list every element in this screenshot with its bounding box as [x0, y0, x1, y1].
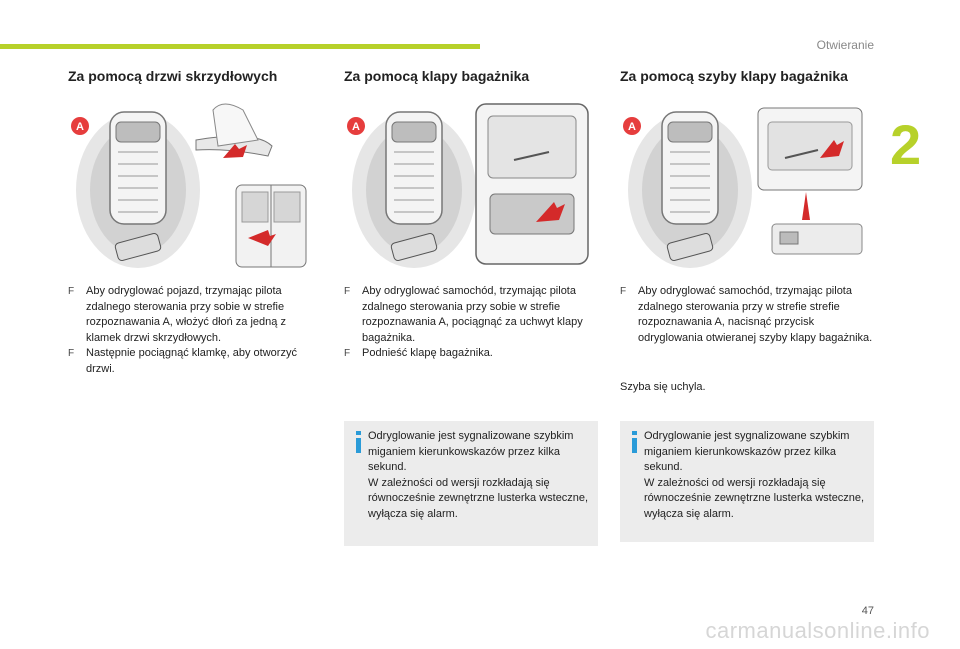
page-number: 47	[861, 605, 874, 617]
info-text: Odryglowanie jest sygnalizowane szybkim …	[644, 430, 865, 520]
info-text: Odryglowanie jest sygnalizowane szybkim …	[368, 430, 589, 520]
column-title-tailgate-window: Za pomocą szyby klapy bagażnika	[620, 68, 848, 84]
column-title-tailgate: Za pomocą klapy bagażnika	[344, 68, 530, 84]
chapter-number: 2	[890, 113, 922, 176]
svg-text:A: A	[76, 121, 84, 133]
illustration-side-doors: A	[71, 103, 307, 268]
info-icon	[356, 431, 361, 453]
bullet-text: Aby odryglować samochód, trzymając pilot…	[638, 285, 873, 344]
svg-text:A: A	[352, 121, 360, 133]
bullet-item: F Podnieść klapę bagażnika.	[344, 346, 600, 362]
bullet-mark: F	[344, 286, 351, 297]
bullet-item: F Aby odryglować samochód, trzymając pilo…	[620, 284, 876, 346]
bullet-text: Następnie pociągnąć klamkę, aby otworzyć…	[86, 347, 297, 375]
bullet-text: Aby odryglować samochód, trzymając pilot…	[362, 285, 583, 344]
section-accent-bar	[0, 44, 480, 49]
bullet-text: Aby odryglować pojazd, trzymając pilota …	[86, 285, 286, 344]
watermark: carmanualsonline.info	[705, 618, 930, 643]
zone-badge-a	[623, 117, 641, 135]
svg-text:A: A	[628, 121, 636, 133]
info-icon	[632, 431, 637, 453]
bullet-mark: F	[620, 286, 627, 297]
section-name: Otwieranie	[816, 38, 874, 52]
column-title-side-doors: Za pomocą drzwi skrzydłowych	[68, 68, 278, 84]
bullet-mark: F	[68, 286, 75, 297]
bullet-mark: F	[68, 348, 75, 359]
bullet-list-tailgate-window: F Aby odryglować samochód, trzymając pilo…	[620, 284, 876, 346]
bullet-list-side-doors: F Aby odryglować pojazd, trzymając pilota…	[68, 284, 320, 377]
illustration-tailgate: A	[347, 103, 589, 268]
info-box-tailgate-window: Odryglowanie jest sygnalizowane szybkim …	[620, 421, 874, 542]
zone-badge-a	[71, 117, 89, 135]
note-window-opens: Szyba się uchyla.	[620, 381, 706, 393]
bullet-text: Podnieść klapę bagażnika.	[362, 347, 493, 359]
bullet-mark: F	[344, 348, 351, 359]
bullet-list-tailgate: F Aby odryglować samochód, trzymając pilo…	[344, 284, 600, 362]
info-box-tailgate: Odryglowanie jest sygnalizowane szybkim …	[344, 421, 598, 546]
illustration-tailgate-window: A	[623, 107, 863, 268]
bullet-item: F Następnie pociągnąć klamkę, aby otworzy…	[68, 346, 320, 377]
bullet-item: F Aby odryglować pojazd, trzymając pilota…	[68, 284, 320, 346]
bullet-item: F Aby odryglować samochód, trzymając pilo…	[344, 284, 600, 346]
zone-badge-a	[347, 117, 365, 135]
